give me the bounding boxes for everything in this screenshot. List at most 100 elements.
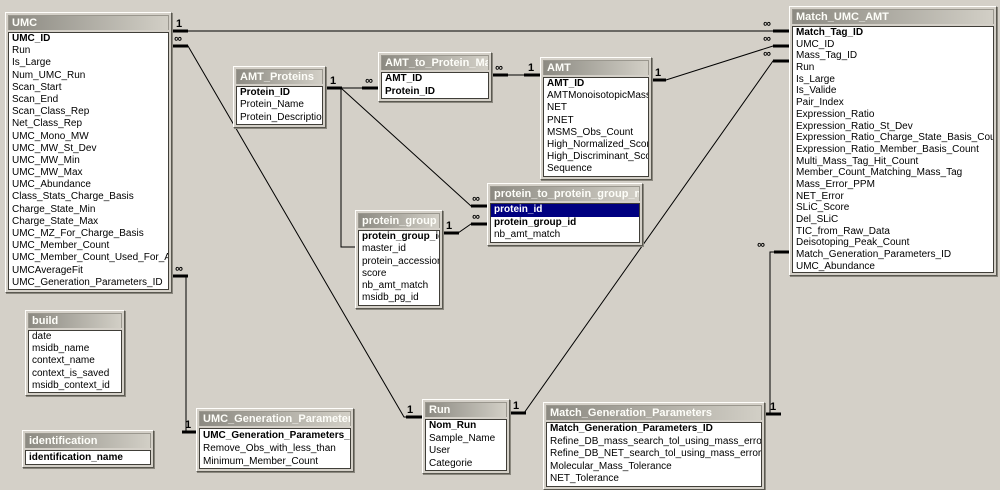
field-NET_Error[interactable]: NET_Error bbox=[796, 190, 844, 202]
field-identification_name[interactable]: identification_name bbox=[29, 452, 123, 463]
field-UMC_ID[interactable]: UMC_ID bbox=[12, 33, 51, 44]
field-Run[interactable]: Run bbox=[796, 62, 815, 74]
field-master_id[interactable]: master_id bbox=[362, 243, 406, 255]
field-Run[interactable]: Run bbox=[12, 45, 31, 57]
relationship-match-generation-parameters-to-match-umc-amt[interactable] bbox=[765, 251, 789, 415]
field-UMC_Member_Count[interactable]: UMC_Member_Count bbox=[12, 240, 110, 252]
field-Member_Count_Matching_Mass_Tag[interactable]: Member_Count_Matching_Mass_Tag bbox=[796, 167, 963, 179]
table-identification[interactable]: identification identification_name bbox=[22, 430, 154, 468]
field-UMC_Member_Count_Used_For_Abu[interactable]: UMC_Member_Count_Used_For_Abu bbox=[12, 252, 168, 264]
field-Remove_Obs_with_less_than[interactable]: Remove_Obs_with_less_than bbox=[203, 443, 336, 454]
field-Expression_Ratio_St_Dev[interactable]: Expression_Ratio_St_Dev bbox=[796, 120, 913, 132]
field-Num_UMC_Run[interactable]: Num_UMC_Run bbox=[12, 69, 86, 81]
field-context_name[interactable]: context_name bbox=[32, 355, 95, 367]
field-Charge_State_Max[interactable]: Charge_State_Max bbox=[12, 215, 99, 227]
table-header-umc-generation-parameters[interactable]: UMC_Generation_Parameters bbox=[199, 411, 351, 426]
field-Mass_Tag_ID[interactable]: Mass_Tag_ID bbox=[796, 50, 858, 62]
field-context_is_saved[interactable]: context_is_saved bbox=[32, 367, 110, 379]
field-nb_amt_match[interactable]: nb_amt_match bbox=[494, 229, 561, 241]
field-date[interactable]: date bbox=[32, 331, 52, 342]
field-UMC_MW_St_Dev[interactable]: UMC_MW_St_Dev bbox=[12, 142, 97, 154]
field-MSMS_Obs_Count[interactable]: MSMS_Obs_Count bbox=[547, 126, 634, 138]
field-Protein_ID[interactable]: Protein_ID bbox=[385, 85, 436, 97]
field-Sample_Name[interactable]: Sample_Name bbox=[429, 432, 496, 444]
relationship-amt-proteins-to-protein-group-map[interactable] bbox=[340, 87, 487, 207]
table-header-protein-to-protein-group-map[interactable]: protein_to_protein_group_map bbox=[490, 186, 640, 201]
field-Expression_Ratio_Member_Basis_Count[interactable]: Expression_Ratio_Member_Basis_Count bbox=[796, 143, 979, 155]
table-header-umc[interactable]: UMC bbox=[8, 15, 169, 30]
field-Molecular_Mass_Tolerance[interactable]: Molecular_Mass_Tolerance bbox=[550, 460, 672, 472]
field-Pair_Index[interactable]: Pair_Index bbox=[796, 97, 844, 109]
field-Is_Large[interactable]: Is_Large bbox=[796, 73, 835, 85]
field-Categorie[interactable]: Categorie bbox=[429, 457, 473, 469]
field-protein_id[interactable]: protein_id bbox=[491, 204, 639, 217]
field-UMC_Generation_Parameters_ID[interactable]: UMC_Generation_Parameters_ID bbox=[12, 276, 163, 288]
field-msidb_pg_id[interactable]: msidb_pg_id bbox=[362, 292, 419, 304]
field-Match_Tag_ID[interactable]: Match_Tag_ID bbox=[796, 27, 864, 38]
table-header-amt-proteins[interactable]: AMT_Proteins bbox=[236, 69, 323, 84]
field-Minimum_Member_Count[interactable]: Minimum_Member_Count bbox=[203, 456, 319, 467]
field-Nom_Run[interactable]: Nom_Run bbox=[429, 420, 477, 431]
relationship-umc-generation-parameters-to-umc[interactable] bbox=[172, 275, 196, 433]
table-header-run[interactable]: Run bbox=[425, 402, 507, 417]
table-header-match-umc-amt[interactable]: Match_UMC_AMT bbox=[792, 9, 994, 24]
field-UMCAverageFit[interactable]: UMCAverageFit bbox=[12, 264, 83, 276]
field-Match_Generation_Parameters_ID[interactable]: Match_Generation_Parameters_ID bbox=[550, 423, 713, 434]
field-protein_group_id[interactable]: protein_group_id bbox=[362, 231, 439, 242]
field-protein_accession[interactable]: protein_accession bbox=[362, 255, 439, 267]
field-High_Normalized_Score[interactable]: High_Normalized_Score bbox=[547, 138, 648, 150]
field-Is_Large[interactable]: Is_Large bbox=[12, 57, 51, 69]
table-header-identification[interactable]: identification bbox=[25, 433, 151, 448]
field-UMC_ID[interactable]: UMC_ID bbox=[796, 38, 835, 50]
relationship-amt-proteins-to-protein-group-master[interactable] bbox=[340, 88, 355, 248]
table-header-protein-group[interactable]: protein_group bbox=[358, 213, 440, 228]
field-msidb_context_id[interactable]: msidb_context_id bbox=[32, 379, 110, 391]
field-Deisotoping_Peak_Count[interactable]: Deisotoping_Peak_Count bbox=[796, 237, 910, 249]
field-Expression_Ratio[interactable]: Expression_Ratio bbox=[796, 108, 875, 120]
field-SLiC_Score[interactable]: SLiC_Score bbox=[796, 202, 850, 214]
field-Net_Class_Rep[interactable]: Net_Class_Rep bbox=[12, 118, 83, 130]
field-Del_SLiC[interactable]: Del_SLiC bbox=[796, 214, 839, 225]
field-UMC_Abundance[interactable]: UMC_Abundance bbox=[12, 179, 91, 191]
field-Protein_Name[interactable]: Protein_Name bbox=[240, 99, 304, 111]
field-PNET[interactable]: PNET bbox=[547, 114, 574, 126]
table-header-build[interactable]: build bbox=[28, 313, 122, 328]
table-header-amt[interactable]: AMT bbox=[543, 60, 649, 75]
field-AMTMonoisotopicMass[interactable]: AMTMonoisotopicMass bbox=[547, 90, 648, 102]
field-UMC_MZ_For_Charge_Basis[interactable]: UMC_MZ_For_Charge_Basis bbox=[12, 228, 144, 239]
field-Scan_End[interactable]: Scan_End bbox=[12, 93, 59, 105]
table-header-match-generation-parameters[interactable]: Match_Generation_Parameters bbox=[546, 405, 762, 420]
field-Sequence[interactable]: Sequence bbox=[547, 163, 593, 175]
field-NET_Tolerance[interactable]: NET_Tolerance bbox=[550, 473, 619, 485]
field-AMT_ID[interactable]: AMT_ID bbox=[547, 78, 585, 89]
field-msidb_name[interactable]: msidb_name bbox=[32, 343, 90, 355]
field-Expression_Ratio_Charge_State_Basis_Count[interactable]: Expression_Ratio_Charge_State_Basis_Coun… bbox=[796, 132, 993, 144]
field-Refine_DB_NET_search_tol_using_mass_error_plot[interactable]: Refine_DB_NET_search_tol_using_mass_erro… bbox=[550, 448, 761, 460]
field-NET[interactable]: NET bbox=[547, 102, 567, 114]
field-UMC_Abundance[interactable]: UMC_Abundance bbox=[796, 260, 875, 272]
field-nb_amt_match[interactable]: nb_amt_match bbox=[362, 280, 429, 292]
field-Scan_Start[interactable]: Scan_Start bbox=[12, 81, 62, 93]
field-AMT_ID[interactable]: AMT_ID bbox=[385, 73, 423, 84]
field-Class_Stats_Charge_Basis[interactable]: Class_Stats_Charge_Basis bbox=[12, 191, 134, 203]
field-Protein_Description[interactable]: Protein_Description bbox=[240, 111, 322, 123]
field-protein_group_id[interactable]: protein_group_id bbox=[494, 216, 577, 228]
table-header-amt-to-protein-map[interactable]: AMT_to_Protein_Map bbox=[381, 55, 489, 70]
field-Multi_Mass_Tag_Hit_Count[interactable]: Multi_Mass_Tag_Hit_Count bbox=[796, 155, 919, 167]
field-Charge_State_Min[interactable]: Charge_State_Min bbox=[12, 203, 96, 215]
field-UMC_MW_Max[interactable]: UMC_MW_Max bbox=[12, 167, 83, 179]
field-UMC_Generation_Parameters_ID[interactable]: UMC_Generation_Parameters_ID bbox=[203, 430, 350, 441]
field-High_Discriminant_Score[interactable]: High_Discriminant_Score bbox=[547, 151, 648, 163]
field-UMC_Mono_MW[interactable]: UMC_Mono_MW bbox=[12, 130, 89, 142]
field-Refine_DB_mass_search_tol_using_mass_error_plot[interactable]: Refine_DB_mass_search_tol_using_mass_err… bbox=[550, 435, 761, 447]
